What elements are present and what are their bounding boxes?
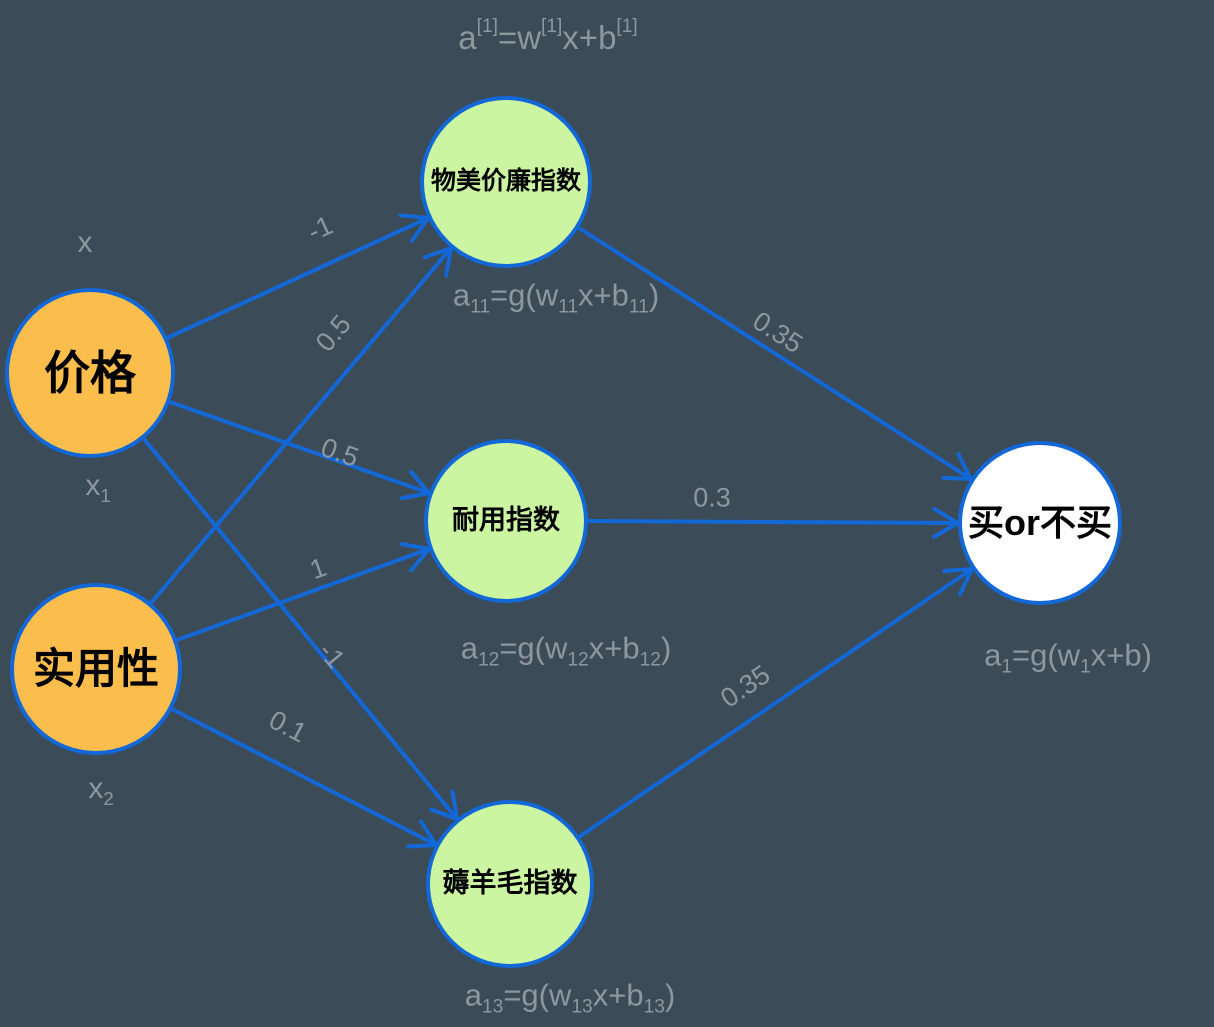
edge-input1-hidden1 — [166, 213, 430, 340]
layer-formula: a[1]=w[1]x+b[1] — [458, 16, 638, 57]
input-vector-label-x: x — [78, 226, 93, 260]
hidden2-formula: a12=g(w12x+b12) — [461, 630, 672, 671]
x2-sub: 2 — [103, 788, 114, 809]
weight-input1-hidden1: -1 — [303, 210, 337, 247]
hidden2-formula-part: a — [460, 630, 478, 666]
layer-formula-part: x+b — [562, 19, 617, 56]
hidden1-formula-part: ) — [648, 277, 660, 313]
hidden3-formula-sub: 13 — [571, 996, 593, 1018]
node-input-price: 价格 — [5, 288, 175, 458]
edge-input2-hidden3 — [171, 707, 438, 849]
hidden2-formula-sub: 12 — [567, 649, 589, 671]
hidden1-formula-part: x+b — [578, 277, 629, 313]
edge-input1-hidden2 — [169, 400, 431, 501]
weight-input2-hidden2: 1 — [306, 552, 330, 585]
layer-formula-sup: [1] — [476, 16, 498, 38]
hidden1-formula-part: =g(w — [490, 277, 559, 313]
hidden2-formula-sub: 12 — [639, 649, 661, 671]
hidden3-formula: a13=g(w13x+b13) — [465, 977, 676, 1018]
node-hidden-bargain-index-label: 薅羊毛指数 — [442, 868, 578, 899]
edge-input2-hidden1 — [149, 246, 453, 605]
output-formula-part: =g(w — [1012, 637, 1081, 673]
layer-formula-part: a — [458, 19, 477, 56]
edge-input2-hidden2 — [176, 541, 431, 642]
weight-input2-hidden1: 0.5 — [310, 309, 357, 357]
hidden1-formula-sub: 11 — [558, 296, 579, 318]
node-hidden-durability-index: 耐用指数 — [424, 439, 588, 603]
weight-input1-hidden3: -1 — [312, 636, 350, 674]
x2-base: x — [88, 772, 104, 805]
input1-variable-label-x1: x1 — [85, 469, 110, 507]
hidden3-formula-sub: 13 — [643, 996, 665, 1018]
hidden2-formula-sub: 12 — [477, 649, 500, 671]
output-formula-part: x+b) — [1090, 637, 1152, 673]
hidden1-formula-part: a — [452, 277, 471, 313]
hidden3-formula-sub: 13 — [481, 996, 504, 1018]
node-output-buy-or-not: 买or不买 — [958, 441, 1122, 605]
edge-hidden1-output — [577, 226, 973, 481]
weight-hidden1-output: 0.35 — [748, 306, 808, 360]
node-hidden-bargain-index: 薅羊毛指数 — [426, 800, 594, 968]
node-input-price-label: 价格 — [44, 346, 136, 399]
input2-variable-label-x2: x2 — [88, 772, 113, 810]
node-input-utility: 实用性 — [10, 583, 182, 755]
edge-hidden2-output — [587, 506, 960, 539]
layer-formula-part: =w — [497, 19, 542, 56]
weight-hidden2-output: 0.3 — [693, 482, 731, 512]
weight-hidden3-output: 0.35 — [715, 659, 775, 713]
node-hidden-durability-index-label: 耐用指数 — [452, 505, 560, 536]
edge-hidden3-output — [577, 567, 974, 839]
node-input-utility-label: 实用性 — [32, 644, 159, 692]
hidden2-formula-part: x+b — [588, 630, 640, 666]
x1-base: x — [85, 469, 101, 502]
output-formula-sub: 1 — [1080, 656, 1091, 678]
hidden3-formula-part: =g(w — [503, 977, 572, 1013]
hidden3-formula-part: ) — [664, 977, 676, 1013]
hidden2-formula-part: =g(w — [499, 630, 568, 666]
layer-formula-sup: [1] — [616, 16, 638, 38]
hidden1-formula-sub: 11 — [470, 296, 491, 318]
weight-input2-hidden3: 0.1 — [264, 704, 311, 748]
output-formula: a1=g(w1x+b) — [984, 637, 1152, 678]
hidden1-formula: a11=g(w11x+b11) — [453, 277, 659, 318]
layer-formula-sup: [1] — [541, 16, 563, 38]
hidden3-formula-part: x+b — [592, 977, 644, 1013]
x1-sub: 1 — [100, 485, 111, 506]
node-output-buy-or-not-label: 买or不买 — [967, 502, 1112, 544]
output-formula-part: a — [984, 637, 1002, 673]
hidden3-formula-part: a — [464, 977, 482, 1013]
hidden1-formula-sub: 11 — [628, 296, 649, 318]
hidden2-formula-part: ) — [660, 630, 672, 666]
node-hidden-value-index-label: 物美价廉指数 — [430, 167, 581, 196]
x-label: x — [77, 226, 93, 259]
output-formula-sub: 1 — [1001, 656, 1013, 678]
node-hidden-value-index: 物美价廉指数 — [420, 96, 592, 268]
edge-input1-hidden3 — [142, 437, 459, 821]
